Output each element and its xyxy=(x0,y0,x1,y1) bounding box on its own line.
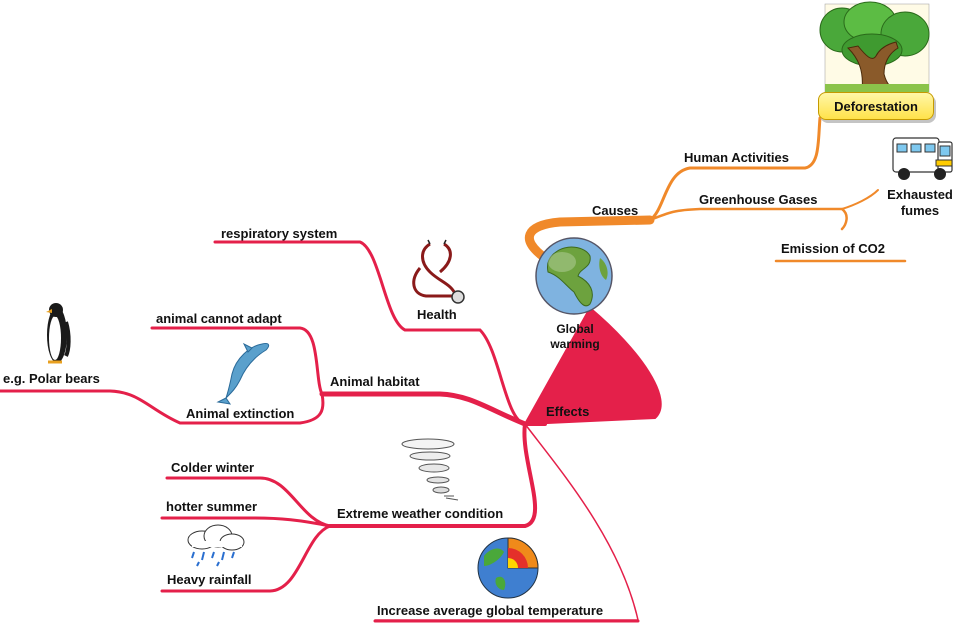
rain-cloud-icon xyxy=(188,525,244,566)
exhausted-fumes-line xyxy=(842,190,878,209)
emission-co2-label[interactable]: Emission of CO2 xyxy=(781,241,885,257)
central-topic-label[interactable]: Global warming xyxy=(540,322,610,352)
global-temperature-label[interactable]: Increase average global temperature xyxy=(377,603,603,619)
heavy-rainfall-label[interactable]: Heavy rainfall xyxy=(167,572,252,588)
causes-label[interactable]: Causes xyxy=(592,203,638,219)
animal-extinction-label[interactable]: Animal extinction xyxy=(186,406,294,422)
truck-icon xyxy=(893,138,952,180)
dolphin-icon xyxy=(218,343,269,404)
tree-icon xyxy=(820,2,929,92)
health-label[interactable]: Health xyxy=(417,307,457,323)
stethoscope-icon xyxy=(414,240,464,303)
effects-label[interactable]: Effects xyxy=(546,404,589,420)
extreme-weather-label[interactable]: Extreme weather condition xyxy=(337,506,503,522)
polar-bears-label[interactable]: e.g. Polar bears xyxy=(3,371,100,387)
animal-cannot-adapt-label[interactable]: animal cannot adapt xyxy=(156,311,282,327)
penguin-icon xyxy=(46,303,69,363)
health-line xyxy=(215,242,525,424)
earth-core-icon xyxy=(478,538,538,598)
greenhouse-gases-line xyxy=(650,209,847,229)
respiratory-system-label[interactable]: respiratory system xyxy=(221,226,337,242)
hotter-summer-line xyxy=(162,518,330,526)
tornado-icon xyxy=(402,439,458,500)
hotter-summer-label[interactable]: hotter summer xyxy=(166,499,257,515)
animal-habitat-line xyxy=(322,394,525,424)
colder-winter-label[interactable]: Colder winter xyxy=(171,460,254,476)
deforestation-node[interactable]: Deforestation xyxy=(818,92,934,120)
exhausted-fumes-label[interactable]: Exhausted fumes xyxy=(878,187,961,219)
animal-habitat-label[interactable]: Animal habitat xyxy=(330,374,420,390)
deforestation-label: Deforestation xyxy=(834,99,918,114)
globe-icon xyxy=(536,238,612,314)
human-activities-label[interactable]: Human Activities xyxy=(684,150,789,166)
greenhouse-gases-label[interactable]: Greenhouse Gases xyxy=(699,192,818,208)
